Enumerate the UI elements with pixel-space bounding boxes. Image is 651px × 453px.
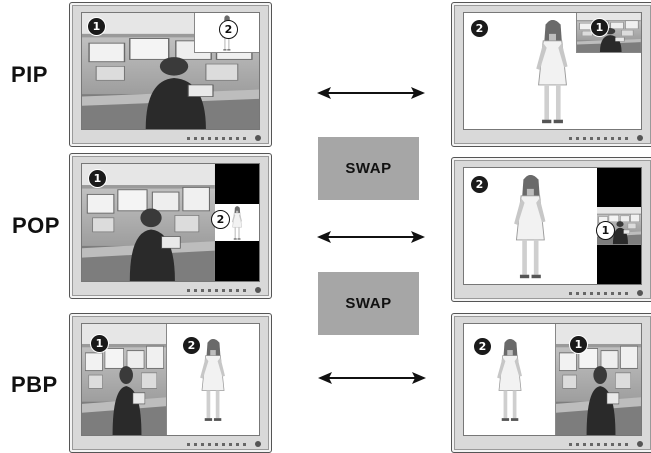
badge-one: 1: [87, 17, 106, 36]
monitor-screen: 1 2: [81, 163, 260, 282]
badge-two: 2: [219, 20, 238, 39]
black-fill-pane: [215, 241, 259, 281]
woman-half-pane: [166, 324, 259, 435]
double-arrow-icon: [317, 86, 425, 100]
monitor-screen: 1 2: [81, 323, 260, 436]
badge-two: 2: [470, 19, 489, 38]
badge-one: 1: [569, 335, 588, 354]
swap-button[interactable]: SWAP: [318, 272, 419, 335]
monitor-pop-main: 1 2: [69, 153, 272, 299]
monitor-screen: 1 2: [81, 12, 260, 130]
swap-button[interactable]: SWAP: [318, 137, 419, 200]
badge-one: 1: [590, 18, 609, 37]
monitor-pip-main: 1 2: [69, 2, 272, 147]
monitor-pbp-main: 1 2: [69, 313, 272, 453]
pbp-label: PBP: [11, 372, 58, 398]
badge-two: 2: [473, 337, 492, 356]
badge-one: 1: [88, 169, 107, 188]
pip-label: PIP: [11, 62, 48, 88]
monitor-screen: 2 1: [463, 323, 642, 436]
monitor-pip-swapped: 2 1: [451, 2, 651, 147]
monitor-pop-swapped: 2 1: [451, 157, 651, 302]
badge-two: 2: [470, 175, 489, 194]
office-half-pane: [555, 324, 641, 435]
pop-label: POP: [12, 213, 60, 239]
monitor-pbp-swapped: 2 1: [451, 313, 651, 453]
black-fill-pane: [597, 168, 641, 207]
double-arrow-icon: [317, 230, 425, 244]
monitor-screen: 2 1: [463, 167, 642, 285]
woman-image: [167, 324, 259, 435]
office-scene-image: [577, 13, 641, 52]
monitor-screen: 2 1: [463, 12, 642, 130]
badge-one: 1: [596, 221, 615, 240]
badge-one: 1: [90, 334, 109, 353]
double-arrow-icon: [318, 371, 426, 385]
black-fill-pane: [597, 245, 641, 284]
badge-two: 2: [182, 336, 201, 355]
office-inset-pane: [576, 13, 641, 53]
badge-two: 2: [211, 210, 230, 229]
black-fill-pane: [215, 164, 259, 204]
